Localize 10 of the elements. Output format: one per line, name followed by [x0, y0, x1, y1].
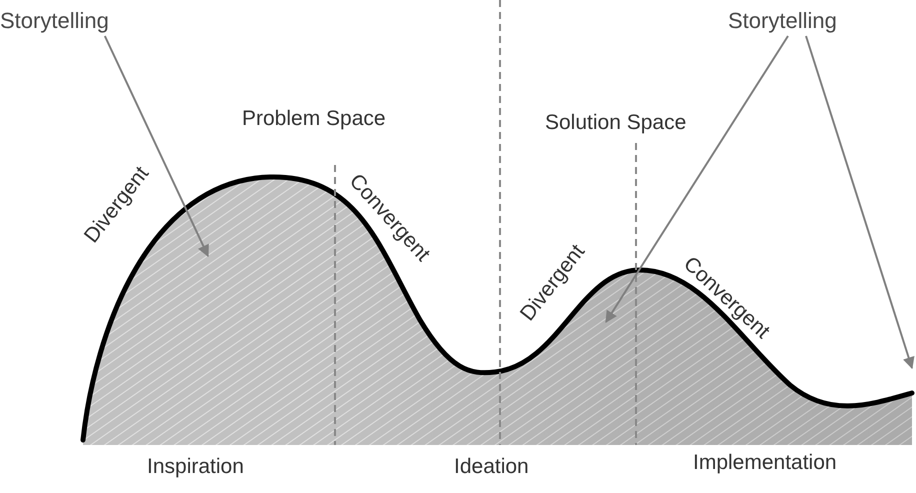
text-label: Storytelling — [0, 8, 109, 34]
section-label: Ideation — [454, 454, 529, 480]
section-label: Problem Space — [242, 106, 386, 132]
section-label: Implementation — [693, 450, 837, 476]
section-label: Inspiration — [147, 454, 244, 480]
arrow — [104, 36, 209, 258]
arrow — [805, 36, 914, 370]
text-label: Storytelling — [728, 8, 837, 34]
section-label: Solution Space — [545, 110, 686, 136]
arrow — [605, 35, 789, 323]
